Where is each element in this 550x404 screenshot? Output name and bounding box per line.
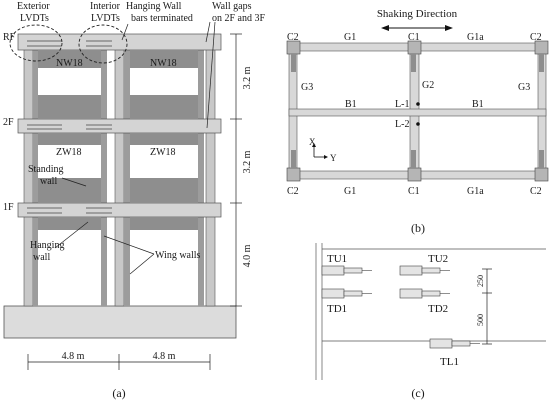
wall-label-zw18-left: ZW18: [56, 147, 82, 158]
plan-top-c2-right: C2: [530, 32, 542, 43]
plan-bottom-c2-left: C2: [287, 186, 299, 197]
sensor-td2-label: TD2: [428, 303, 448, 315]
plan-side-g2: G2: [422, 80, 434, 91]
wall-label-nw18-left: NW18: [56, 58, 83, 69]
dimension-500: 500: [476, 314, 485, 326]
interior-lvdt-ellipse: [78, 24, 128, 64]
plan-bottom-g1a: G1a: [467, 186, 484, 197]
shaking-direction-arrow: [381, 25, 453, 31]
standing-wall-mid-left: [38, 178, 101, 203]
hanging-wall-mid-right: [130, 133, 198, 145]
column-center: [114, 37, 125, 307]
plan-bottom-g1: G1: [344, 186, 356, 197]
hanging-wall-bot-left: [38, 217, 101, 230]
wall-label-zw18-right: ZW18: [150, 147, 176, 158]
bay-width-dimensions: [27, 354, 211, 370]
panel-c-sensor-detail: TU1 TU2 TD1 TD2 TL1 250 500 (c): [315, 243, 546, 400]
plan-beam-b1: [288, 108, 547, 117]
wing-wall-2: [101, 44, 107, 306]
beam-2f: [17, 118, 222, 134]
floor-label-1f: 1F: [3, 202, 14, 213]
plan-side-g3-right: G3: [518, 82, 530, 93]
caption-c: (c): [411, 386, 424, 400]
shaking-direction-label: Shaking Direction: [377, 8, 458, 20]
interior-lvdts-label-2: LVDTs: [91, 13, 120, 24]
wall-gaps-label-2: on 2F and 3F: [212, 13, 266, 24]
hanging-wall-top-right: [130, 50, 198, 68]
axis-x-label: X: [309, 137, 316, 147]
interior-lvdts-label-1: Interior: [90, 1, 121, 12]
hanging-wall-label-1: Hanging: [30, 240, 64, 251]
detail-dimensions: [482, 268, 492, 345]
panel-a-elevation: RF 2F 1F Exterior LVDTs Interior LVDTs H…: [3, 1, 266, 400]
sensor-l2-dot: [416, 122, 420, 126]
plan-top-g1: G1: [344, 32, 356, 43]
hanging-wall-bars-label-2: bars terminated: [131, 13, 193, 24]
plan-beam-b1-right: B1: [472, 99, 484, 110]
wing-walls-label: Wing walls: [155, 250, 201, 261]
hanging-wall-label-2: wall: [33, 252, 50, 263]
floor-label-rf: RF: [3, 32, 16, 43]
sensor-tu1-label: TU1: [327, 253, 347, 265]
exterior-lvdt-ellipse: [9, 24, 63, 62]
bay-width-right: 4.8 m: [153, 351, 176, 362]
wing-wall-3: [124, 44, 130, 306]
standing-wall-label-2: wall: [40, 176, 57, 187]
wall-gaps-label-1: Wall gaps: [212, 1, 252, 12]
lvdt-marks: [27, 40, 112, 214]
plan-bottom-c2-right: C2: [530, 186, 542, 197]
caption-a: (a): [112, 386, 125, 400]
sensor-tu2-label: TU2: [428, 253, 448, 265]
story-height-top: 3.2 m: [242, 66, 253, 89]
sensor-bodies: [321, 265, 471, 349]
wing-wall-4: [198, 44, 204, 306]
wing-wall-1: [33, 44, 38, 306]
bay-width-left: 4.8 m: [62, 351, 85, 362]
sensor-tl1-label: TL1: [440, 356, 459, 368]
plan-side-g3-left: G3: [301, 82, 313, 93]
sensor-l1-dot: [416, 102, 420, 106]
plan-axes: [312, 143, 328, 159]
standing-wall-mid-right: [130, 178, 198, 203]
roof-beam: [17, 33, 222, 51]
dimension-250: 250: [476, 275, 485, 287]
plan-top-c2-left: C2: [287, 32, 299, 43]
hanging-wall-bot-right: [130, 217, 198, 230]
axis-y-label: Y: [330, 153, 337, 163]
story-height-mid: 3.2 m: [242, 150, 253, 173]
sensor-td1-label: TD1: [327, 303, 347, 315]
plan-bottom-c1: C1: [408, 186, 420, 197]
panel-b-plan: Shaking Direction C2 G1 C1 G1a C2 C2 G1 …: [286, 8, 549, 235]
caption-b: (b): [411, 221, 425, 235]
sensor-l2-label: L-2: [395, 119, 409, 130]
foundation-slab: [3, 305, 237, 339]
detail-outline: [315, 243, 546, 380]
floor-label-2f: 2F: [3, 117, 14, 128]
wall-label-nw18-right: NW18: [150, 58, 177, 69]
plan-top-c1: C1: [408, 32, 420, 43]
exterior-lvdts-label-1: Exterior: [17, 1, 50, 12]
exterior-lvdts-label-2: LVDTs: [20, 13, 49, 24]
plan-columns: [286, 40, 549, 182]
standing-wall-label-1: Standing: [28, 164, 64, 175]
story-height-dimensions: [230, 33, 242, 307]
hanging-wall-mid-left: [38, 133, 101, 145]
sensor-l1-label: L-1: [395, 99, 409, 110]
hanging-wall-top-left: [38, 50, 101, 68]
plan-beam-b1-left: B1: [345, 99, 357, 110]
leader-lines: [54, 21, 216, 275]
beam-1f: [17, 202, 222, 218]
standing-wall-top-right: [130, 95, 198, 119]
hanging-wall-bars-label-1: Hanging Wall: [126, 1, 182, 12]
plan-wing-walls: [291, 54, 544, 168]
sensor-rods: [362, 270, 480, 344]
story-height-bottom: 4.0 m: [242, 244, 253, 267]
plan-top-g1a: G1a: [467, 32, 484, 43]
standing-wall-top-left: [38, 95, 101, 119]
